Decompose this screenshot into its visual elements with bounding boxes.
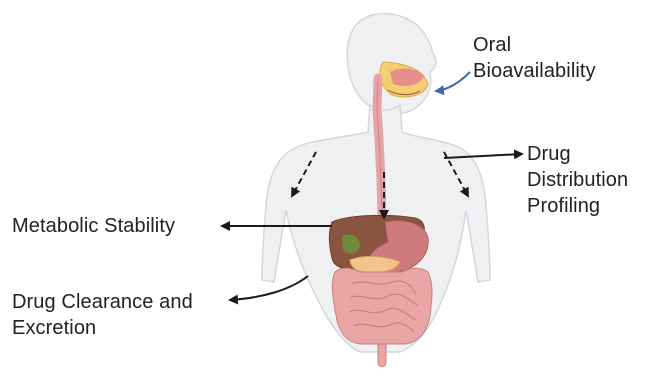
label-metabolic-stability: Metabolic Stability: [12, 214, 175, 238]
label-oral: Oral: [473, 33, 511, 57]
label-profiling: Profiling: [527, 194, 600, 218]
label-distribution: Distribution: [527, 168, 628, 192]
label-drug: Drug: [527, 142, 571, 166]
large-intestine: [332, 268, 432, 344]
label-bioavailability: Bioavailability: [473, 59, 596, 83]
label-excretion: Excretion: [12, 316, 96, 340]
oral-arrow: [436, 72, 470, 91]
label-drug-clearance: Drug Clearance and: [12, 290, 193, 314]
rectum: [378, 344, 386, 367]
